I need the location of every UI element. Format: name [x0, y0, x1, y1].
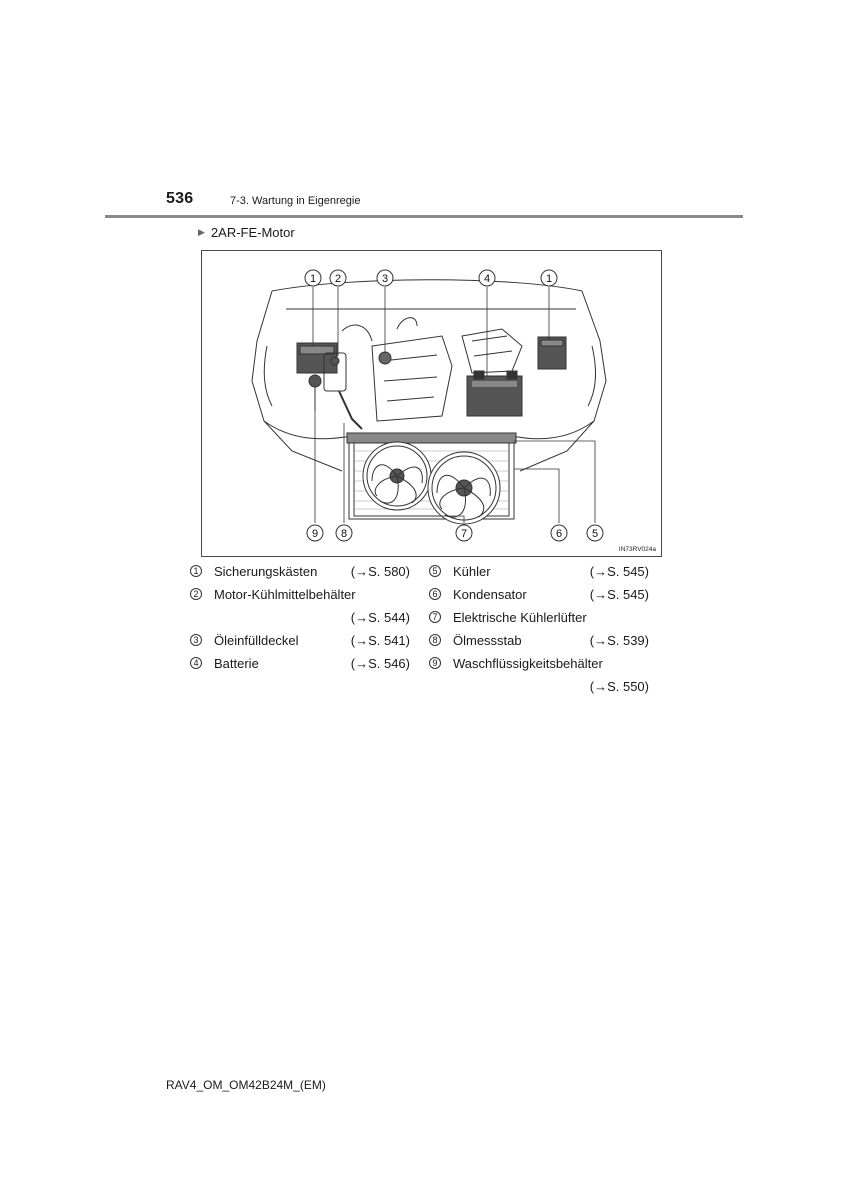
legend-left: 1 Sicherungskästen (→S. 580) 2 Motor-Kühlmit…: [190, 560, 410, 675]
engine-illustration: 1 2 3 4 1 9 8 7 6 5: [251, 269, 607, 542]
legend-label: Motor-Kühlmittelbehälter: [214, 587, 356, 602]
figure-code: IN73RV024a: [618, 546, 656, 553]
callout-bottom-7: 7: [461, 528, 467, 540]
header-rule: [105, 215, 743, 218]
legend-row: (→S. 550): [429, 675, 649, 698]
legend-page-reference: (→S. 545): [589, 587, 649, 602]
legend-label: Kühler: [453, 564, 491, 579]
legend-label: Öleinfülldeckel: [214, 633, 299, 648]
legend-row: (→S. 544): [190, 606, 410, 629]
legend-page-reference: (→S. 539): [589, 633, 649, 648]
callout-bottom-9: 9: [312, 528, 318, 540]
callouts-top: [304, 269, 558, 287]
legend-row: 8 Ölmessstab (→S. 539): [429, 629, 649, 652]
legend-row: 7 Elektrische Kühlerlüfter: [429, 606, 649, 629]
legend-number-badge: 5: [429, 565, 441, 577]
legend-label: Sicherungskästen: [214, 564, 318, 579]
legend-label: Waschflüssigkeitsbehälter: [453, 656, 603, 671]
air-cleaner: [461, 328, 523, 374]
legend-right: 5 Kühler (→S. 545) 6 Kondensator (→S. 545) 7 El…: [429, 560, 649, 698]
fuse-box-right: [537, 336, 567, 370]
legend-number-badge: 1: [190, 565, 202, 577]
legend-page-reference: (→S. 544): [350, 610, 410, 625]
triangle-bullet-icon: ▶: [198, 227, 205, 237]
callout-top-5: 1: [546, 273, 552, 285]
callouts-bottom: [306, 524, 604, 542]
legend-row: 4 Batterie (→S. 546): [190, 652, 410, 675]
legend-page-reference: (→S. 546): [350, 656, 410, 671]
cooling-fans: [362, 441, 501, 525]
page-number: 536: [166, 190, 194, 207]
callout-top-1: 1: [310, 273, 316, 285]
legend-page-reference: (→S. 541): [350, 633, 410, 648]
legend-label: Kondensator: [453, 587, 527, 602]
legend-row: 1 Sicherungskästen (→S. 580): [190, 560, 410, 583]
legend-label: Batterie: [214, 656, 259, 671]
callout-top-4: 4: [484, 273, 490, 285]
callout-top-3: 3: [382, 273, 388, 285]
legend-label: Elektrische Kühlerlüfter: [453, 610, 587, 625]
legend-number-badge: 3: [190, 634, 202, 646]
legend-page-reference: (→S. 550): [589, 679, 649, 694]
battery: [466, 370, 523, 417]
legend-number-badge: 6: [429, 588, 441, 600]
legend-row: 3 Öleinfülldeckel (→S. 541): [190, 629, 410, 652]
dipstick: [338, 390, 363, 430]
legend-row: 2 Motor-Kühlmittelbehälter: [190, 583, 410, 606]
legend-page-reference: (→S. 545): [589, 564, 649, 579]
footer-code: RAV4_OM_OM42B24M_(EM): [166, 1078, 326, 1092]
legend-row: 5 Kühler (→S. 545): [429, 560, 649, 583]
legend-number-badge: 7: [429, 611, 441, 623]
section-title: 7-3. Wartung in Eigenregie: [230, 195, 361, 207]
callout-top-2: 2: [335, 273, 341, 285]
legend-number-badge: 8: [429, 634, 441, 646]
legend-number-badge: 4: [190, 657, 202, 669]
engine-block: [341, 317, 453, 422]
legend-row: 9 Waschflüssigkeitsbehälter: [429, 652, 649, 675]
legend-number-badge: 9: [429, 657, 441, 669]
callout-bottom-5: 5: [592, 528, 598, 540]
legend-number-badge: 2: [190, 588, 202, 600]
coolant-reservoir: [323, 352, 347, 392]
oil-filler-cap: [378, 351, 392, 365]
fuse-box-left: [296, 342, 338, 374]
subheading-text: 2AR-FE-Motor: [210, 225, 295, 240]
callout-bottom-6: 6: [556, 528, 562, 540]
subheading: ▶ 2AR-FE-Motor: [198, 225, 295, 240]
legend-page-reference: (→S. 580): [350, 564, 410, 579]
legend-row: 6 Kondensator (→S. 545): [429, 583, 649, 606]
leader-lines: [312, 287, 596, 523]
legend-label: Ölmessstab: [453, 633, 522, 648]
callout-bottom-8: 8: [341, 528, 347, 540]
engine-compartment-figure: 1 2 3 4 1 9 8 7 6 5 IN73RV024a: [201, 250, 662, 557]
